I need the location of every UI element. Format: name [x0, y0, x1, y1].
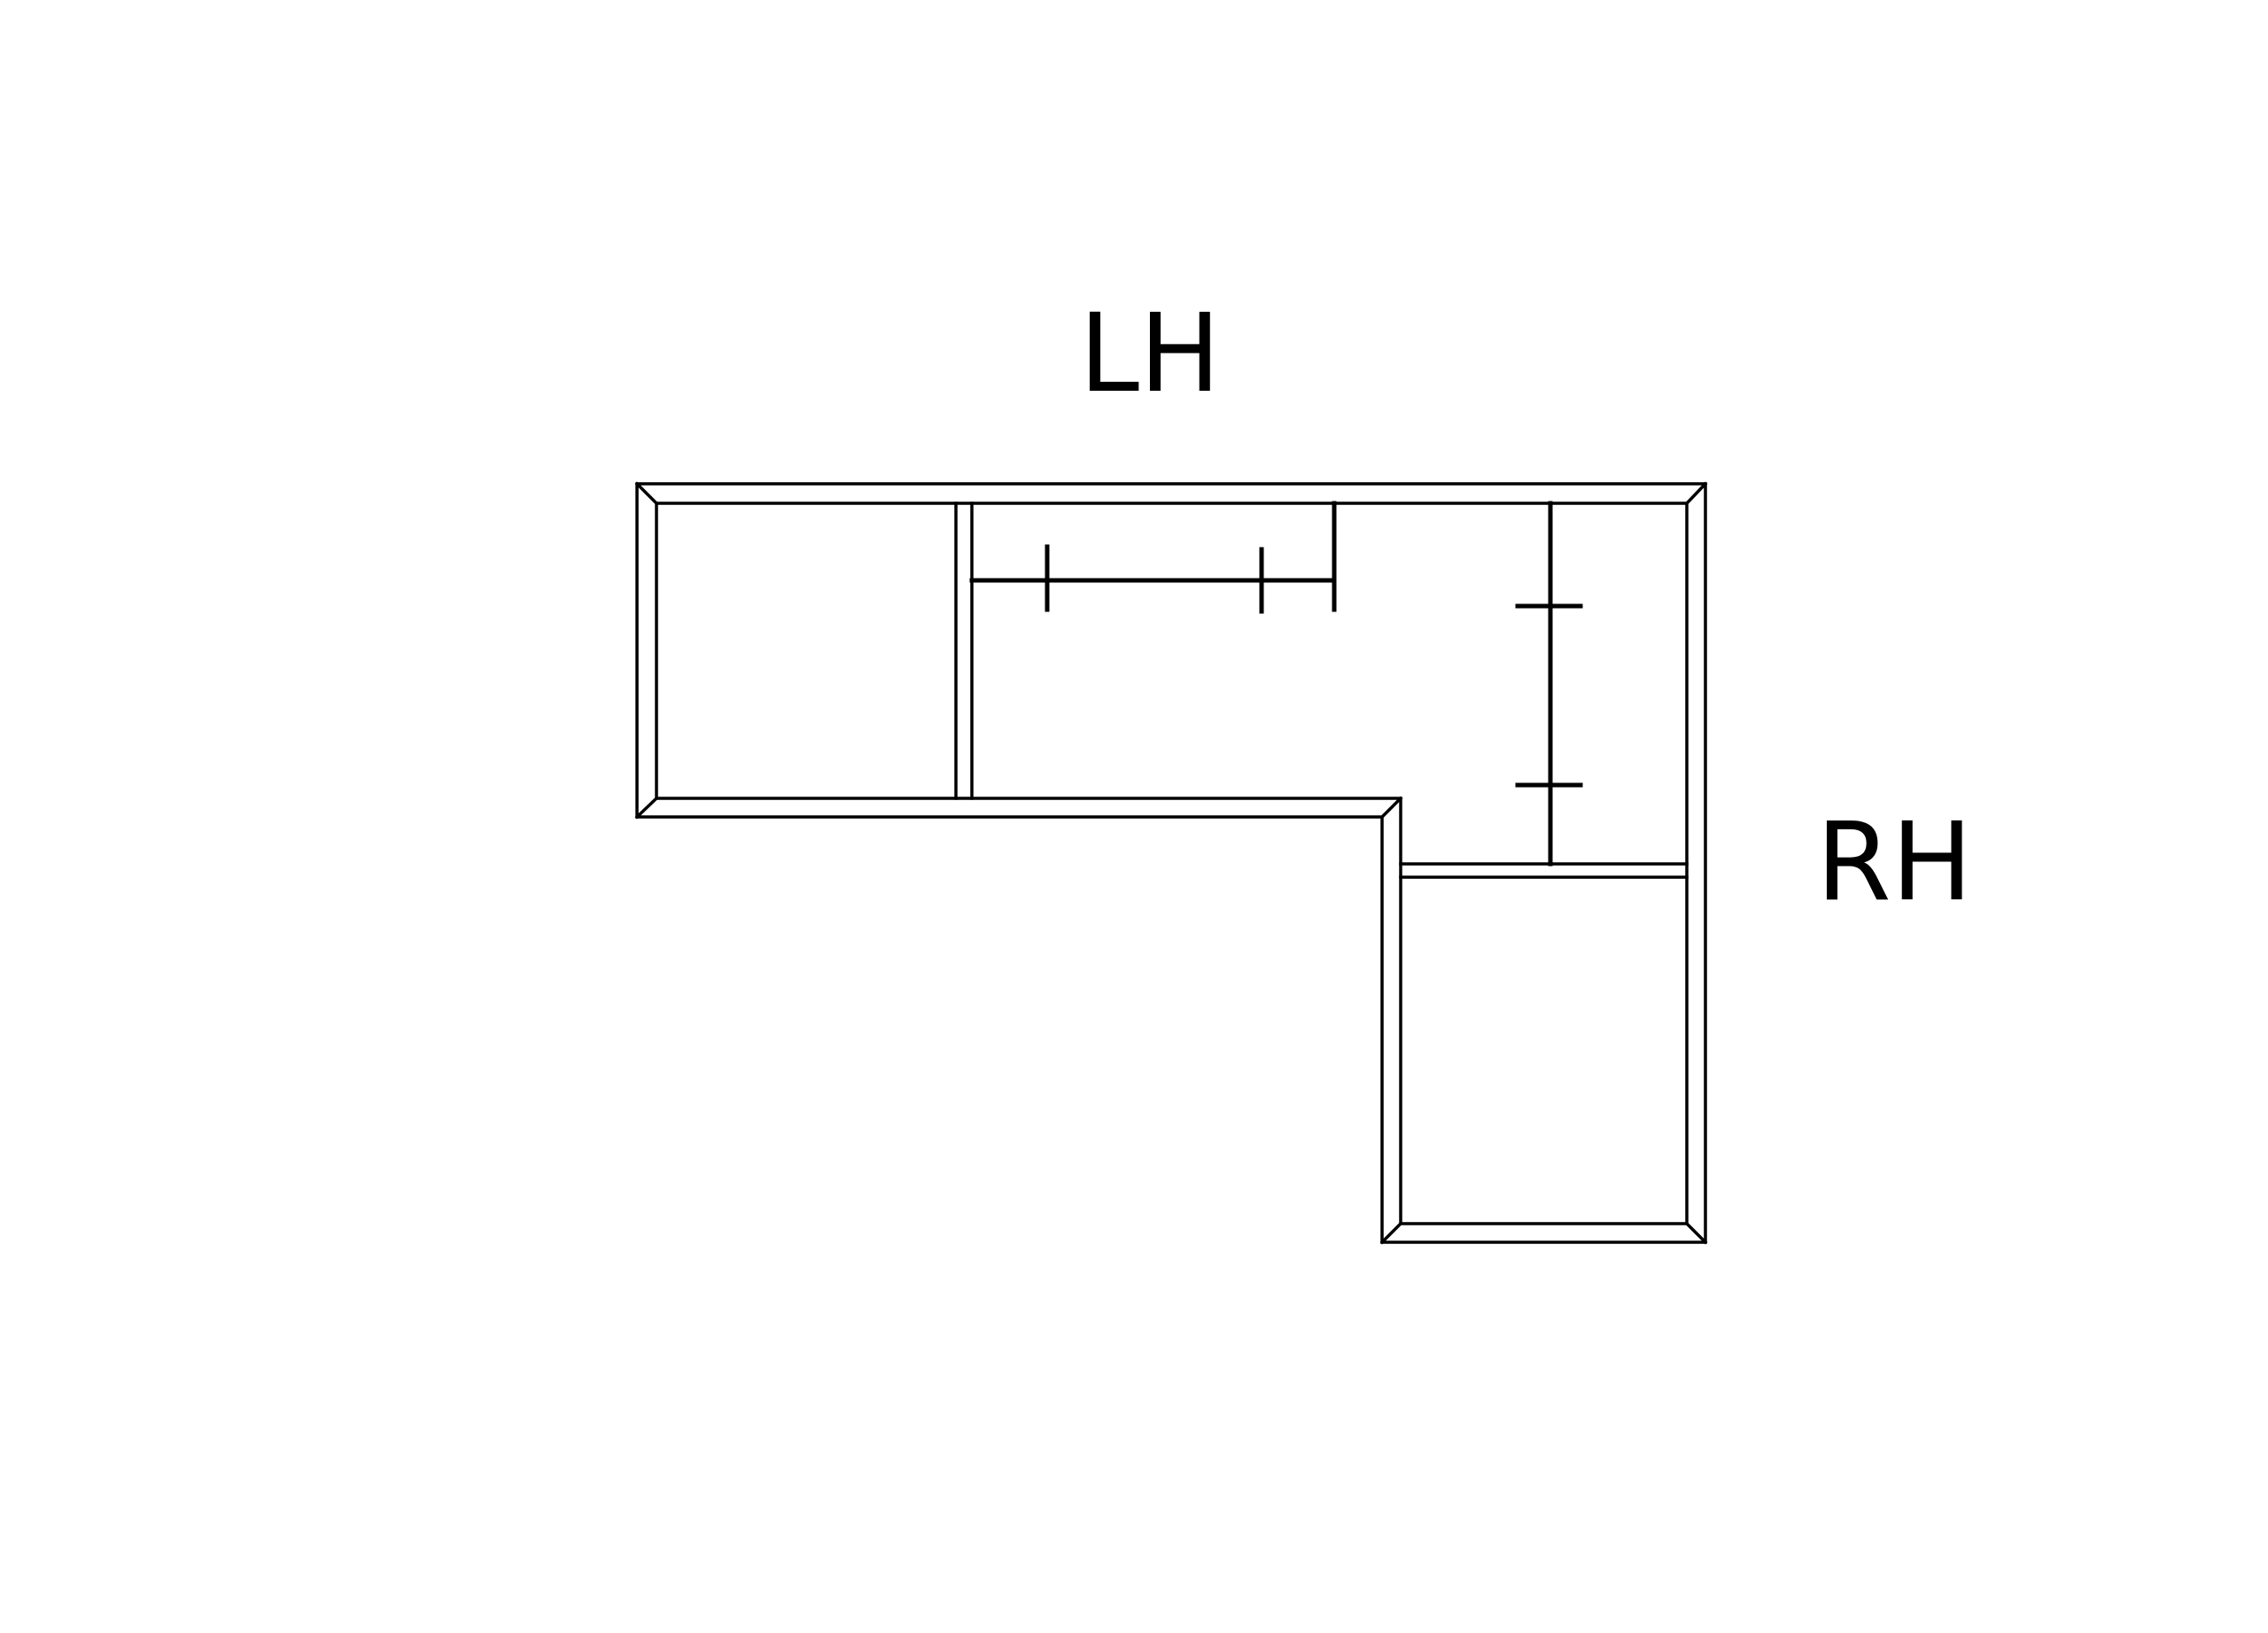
right-hand-label: RH — [1816, 799, 1973, 925]
left-hand-label: LH — [1079, 291, 1221, 416]
corner-mitre-bottom-chaise — [1379, 1221, 1403, 1245]
corner-mitre-top-left — [634, 481, 659, 506]
corner-mitre-inner — [1379, 796, 1403, 820]
corner-mitre-top-right — [1684, 481, 1708, 506]
corner-mitre-bottom-right — [1684, 1221, 1708, 1245]
corner-mitre-bottom-left — [634, 796, 659, 820]
